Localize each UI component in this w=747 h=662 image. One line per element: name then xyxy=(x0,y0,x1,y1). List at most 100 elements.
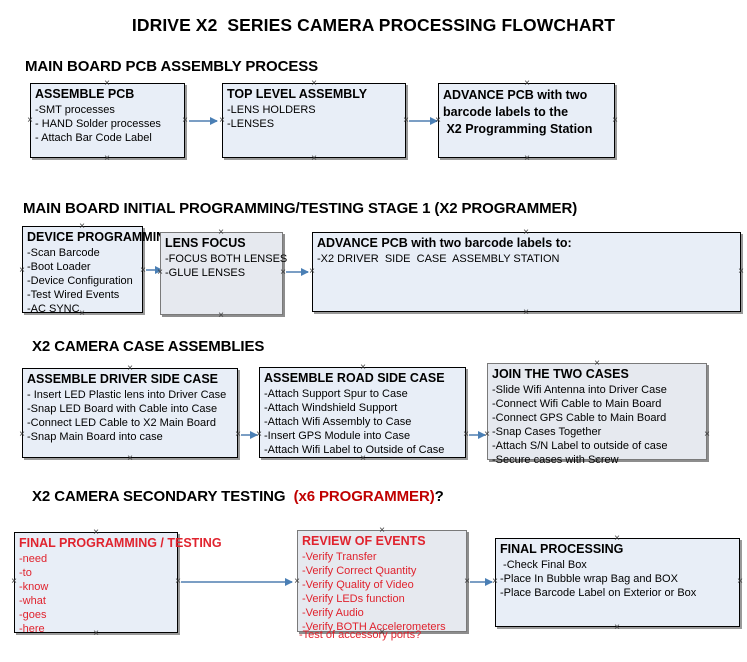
box-line: -goes xyxy=(19,609,47,621)
box-line: -Slide Wifi Antenna into Driver Case xyxy=(492,384,667,396)
box-overflow-line: -Test of accessory ports? xyxy=(299,629,422,641)
box-line: -Place In Bubble wrap Bag and BOX xyxy=(500,573,678,585)
section-heading-main-board-initial-programming: MAIN BOARD INITIAL PROGRAMMING/TESTING S… xyxy=(23,200,578,217)
box-line: - Insert LED Plastic lens into Driver Ca… xyxy=(27,389,227,401)
connection-handle-top[interactable] xyxy=(613,534,622,543)
box-line: - Attach Bar Code Label xyxy=(35,132,152,144)
connection-handle-top[interactable] xyxy=(92,528,101,537)
box-title: REVIEW OF EVENTS xyxy=(302,534,426,548)
section-heading-main-board-pcb-assembly: MAIN BOARD PCB ASSEMBLY PROCESS xyxy=(25,58,319,75)
box-title: ASSEMBLE PCB xyxy=(35,87,135,101)
connection-handle-bottom[interactable] xyxy=(593,456,602,465)
connection-handle-right[interactable] xyxy=(611,116,620,125)
connection-handle-left[interactable] xyxy=(218,116,227,125)
connection-handle-bottom[interactable] xyxy=(378,628,387,637)
box-line: -know xyxy=(19,581,49,593)
page-title: IDRIVE X2 SERIES CAMERA PROCESSING FLOWC… xyxy=(131,15,616,35)
arrow-lens-focus-to-advance-pcb xyxy=(286,268,309,276)
connection-handle-left[interactable] xyxy=(26,116,35,125)
connection-handle-bottom[interactable] xyxy=(359,454,368,463)
connection-handle-bottom[interactable] xyxy=(522,308,531,317)
box-line: -Attach Wifi Label to Outside of Case xyxy=(264,444,445,456)
process-box-review-of-events[interactable]: REVIEW OF EVENTS -Verify Transfer -Verif… xyxy=(297,530,467,633)
box-line: -Attach Windshield Support xyxy=(264,402,398,414)
box-title: FINAL PROGRAMMING / TESTING xyxy=(19,536,222,550)
section-heading-text: X2 CAMERA SECONDARY TESTING xyxy=(32,488,294,505)
process-box-device-programming[interactable]: DEVICE PROGRAMMING -Scan Barcode -Boot L… xyxy=(22,226,175,315)
process-box-advance-pcb-to-driver-side-case[interactable]: ADVANCE PCB with two barcode labels to: … xyxy=(312,232,741,312)
box-line: -Check Final Box xyxy=(500,559,587,571)
box-line: -here xyxy=(19,623,45,635)
connection-handle-bottom[interactable] xyxy=(217,311,226,320)
process-box-top-level-assembly[interactable]: TOP LEVEL ASSEMBLY -LENS HOLDERS -LENSES xyxy=(222,83,406,158)
box-title: ADVANCE PCB with two barcode labels to: xyxy=(317,236,572,250)
connection-handle-bottom[interactable] xyxy=(126,454,135,463)
connection-handle-top[interactable] xyxy=(103,79,112,88)
section-heading-x2-camera-case-assemblies: X2 CAMERA CASE ASSEMBLIES xyxy=(32,338,265,355)
box-line: -AC SYNC xyxy=(27,303,80,315)
arrow-assemble-pcb-to-top-level-assembly xyxy=(189,117,218,125)
connection-handle-top[interactable] xyxy=(217,228,226,237)
connection-handle-left[interactable] xyxy=(308,267,317,276)
connection-handle-left[interactable] xyxy=(156,268,165,277)
connection-handle-left[interactable] xyxy=(434,116,443,125)
connection-handle-top[interactable] xyxy=(522,228,531,237)
box-line: -Boot Loader xyxy=(27,261,91,273)
box-line: -Verify BOTH Accelerometers xyxy=(302,621,446,633)
connection-handle-left[interactable] xyxy=(491,577,500,586)
connection-handle-bottom[interactable] xyxy=(613,623,622,632)
box-title: ADVANCE PCB with two barcode labels to t… xyxy=(443,88,593,136)
process-box-assemble-driver-side-case[interactable]: ASSEMBLE DRIVER SIDE CASE - Insert LED P… xyxy=(22,368,238,458)
process-box-join-the-two-cases[interactable]: JOIN THE TWO CASES -Slide Wifi Antenna i… xyxy=(487,363,707,466)
arrow-final-programming-to-review-of-events xyxy=(181,578,293,586)
section-heading-x2-camera-secondary-testing: X2 CAMERA SECONDARY TESTING (x6 PROGRAMM… xyxy=(32,488,444,505)
connection-handle-left[interactable] xyxy=(18,266,27,275)
box-line: -Attach Support Spur to Case xyxy=(264,388,408,400)
box-line: -Verify Quality of Video xyxy=(302,579,414,591)
box-line: -GLUE LENSES xyxy=(165,267,246,279)
connection-handle-left[interactable] xyxy=(293,577,302,586)
connection-handle-right[interactable] xyxy=(703,430,712,439)
connection-handle-right[interactable] xyxy=(737,267,746,276)
connection-handle-bottom[interactable] xyxy=(92,629,101,638)
box-title: TOP LEVEL ASSEMBLY xyxy=(227,87,368,101)
box-line: -Device Configuration xyxy=(27,275,133,287)
process-box-lens-focus[interactable]: LENS FOCUS -FOCUS BOTH LENSES -GLUE LENS… xyxy=(160,232,288,315)
connection-handle-left[interactable] xyxy=(18,430,27,439)
box-title: FINAL PROCESSING xyxy=(500,542,624,556)
box-line: -LENS HOLDERS xyxy=(227,104,316,116)
process-box-advance-pcb-to-programming-station[interactable]: ADVANCE PCB with two barcode labels to t… xyxy=(438,83,615,158)
connection-handle-right[interactable] xyxy=(736,577,745,586)
box-line: -Insert GPS Module into Case xyxy=(264,430,411,442)
connection-handle-left[interactable] xyxy=(255,430,264,439)
arrow-review-of-events-to-final-processing xyxy=(470,578,493,586)
connection-handle-bottom[interactable] xyxy=(78,309,87,318)
box-line: -FOCUS BOTH LENSES xyxy=(165,253,288,265)
connection-handle-left[interactable] xyxy=(483,430,492,439)
connection-handle-top[interactable] xyxy=(523,79,532,88)
box-line: -Connect Wifi Cable to Main Board xyxy=(492,398,662,410)
box-title: ASSEMBLE DRIVER SIDE CASE xyxy=(27,372,219,386)
box-title: ASSEMBLE ROAD SIDE CASE xyxy=(264,371,445,385)
box-line: -Attach Wifi Assembly to Case xyxy=(264,416,412,428)
connection-handle-top[interactable] xyxy=(310,79,319,88)
box-line: -what xyxy=(19,595,46,607)
connection-handle-top[interactable] xyxy=(378,526,387,535)
box-line: -Attach S/N Label to outside of case xyxy=(492,440,668,452)
connection-handle-bottom[interactable] xyxy=(103,154,112,163)
process-box-assemble-road-side-case[interactable]: ASSEMBLE ROAD SIDE CASE -Attach Support … xyxy=(259,367,466,458)
box-line: -Verify Correct Quantity xyxy=(302,565,417,577)
box-line: -SMT processes xyxy=(35,104,115,116)
connection-handle-top[interactable] xyxy=(126,364,135,373)
process-box-assemble-pcb[interactable]: ASSEMBLE PCB -SMT processes - HAND Solde… xyxy=(30,83,185,158)
connection-handle-top[interactable] xyxy=(78,222,87,231)
connection-handle-bottom[interactable] xyxy=(310,154,319,163)
connection-handle-bottom[interactable] xyxy=(523,154,532,163)
box-line: -to xyxy=(19,567,32,579)
connection-handle-left[interactable] xyxy=(10,577,19,586)
connection-handle-top[interactable] xyxy=(593,359,602,368)
connection-handle-top[interactable] xyxy=(359,363,368,372)
process-box-final-programming-testing[interactable]: FINAL PROGRAMMING / TESTING -need -to -k… xyxy=(14,532,222,635)
process-box-final-processing[interactable]: FINAL PROCESSING -Check Final Box -Place… xyxy=(495,538,740,627)
